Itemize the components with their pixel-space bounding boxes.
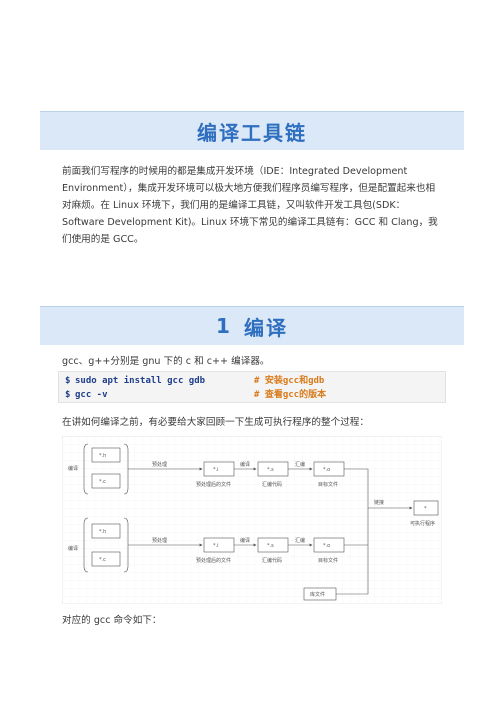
header-file: *.h xyxy=(99,453,106,459)
i-box xyxy=(203,537,235,553)
row1-label: 编译 xyxy=(68,465,78,472)
assemble-label: 汇编 xyxy=(295,461,305,468)
i-caption: 预处理后的文件 xyxy=(196,481,231,488)
section-number: 1 xyxy=(216,314,232,338)
preprocess-label: 预处理 xyxy=(152,461,167,468)
source-file: *.c xyxy=(99,479,106,485)
code-command: sudo apt install gcc gdb xyxy=(75,376,206,386)
o-caption: 目标文件 xyxy=(318,557,338,564)
header-box xyxy=(91,523,121,539)
header-box xyxy=(91,447,121,463)
row2-brace xyxy=(83,517,89,573)
section-banner: 1 编译 xyxy=(40,306,464,345)
source-file: *.c xyxy=(99,557,106,563)
s-file: *.s xyxy=(267,467,274,473)
s-caption: 汇编代码 xyxy=(262,481,282,488)
i-box xyxy=(203,461,235,477)
row2-label: 编译 xyxy=(68,545,78,552)
row1-brace xyxy=(83,443,89,495)
process-intro: 在讲如何编译之前，有必要给大家回顾一下生成可执行程序的整个过程： xyxy=(62,417,369,428)
source-box xyxy=(91,551,121,567)
build-process-diagram: 编译 *.h *.c 预处理 *.i 预处理后的文件 编译 *.s 汇编代码 汇… xyxy=(62,436,442,604)
o-file: *.o xyxy=(323,467,330,473)
i-file: *.i xyxy=(213,467,218,473)
exe-caption: 可执行程序 xyxy=(410,520,435,527)
exe-file: * xyxy=(424,506,427,512)
code-command: gcc -v xyxy=(75,390,108,400)
exe-box xyxy=(413,500,439,516)
preprocess-label: 预处理 xyxy=(152,537,167,544)
link-bracket xyxy=(336,468,369,595)
title-banner: 编译工具链 xyxy=(40,111,464,150)
compile-label: 编译 xyxy=(240,537,250,544)
intro-paragraph: 前面我们写程序的时候用的都是集成开发环境（IDE：Integrated Deve… xyxy=(62,166,438,245)
section-title: 编译 xyxy=(243,315,288,340)
code-line: $ sudo apt install gcc gdb # 安装gcc和gdb xyxy=(59,374,445,388)
o-file: *.o xyxy=(323,543,330,549)
gcc-description: gcc、g++分别是 gnu 下的 c 和 c++ 编译器。 xyxy=(62,356,270,367)
code-comment: # 查看gcc的版本 xyxy=(254,390,327,400)
code-prompt: $ xyxy=(65,376,71,386)
s-caption: 汇编代码 xyxy=(262,557,282,564)
code-line: $ gcc -v # 查看gcc的版本 xyxy=(59,388,445,402)
code-block: $ sudo apt install gcc gdb # 安装gcc和gdb $… xyxy=(58,371,446,403)
source-box xyxy=(91,473,121,489)
i-file: *.i xyxy=(213,543,218,549)
s-file: *.s xyxy=(267,543,274,549)
header-file: *.h xyxy=(99,529,106,535)
o-caption: 目标文件 xyxy=(318,481,338,488)
link-label: 链接 xyxy=(374,499,384,506)
i-caption: 预处理后的文件 xyxy=(196,557,231,564)
build-process-svg: 编译 *.h *.c 预处理 *.i 预处理后的文件 编译 *.s 汇编代码 汇… xyxy=(62,436,442,604)
code-prompt: $ xyxy=(65,390,71,400)
command-intro: 对应的 gcc 命令如下： xyxy=(62,615,162,626)
code-comment: # 安装gcc和gdb xyxy=(254,376,325,386)
compile-label: 编译 xyxy=(240,461,250,468)
page-title: 编译工具链 xyxy=(197,120,307,145)
diagram-canvas xyxy=(62,436,442,604)
assemble-label: 汇编 xyxy=(295,537,305,544)
library-label: 库文件 xyxy=(310,591,325,598)
